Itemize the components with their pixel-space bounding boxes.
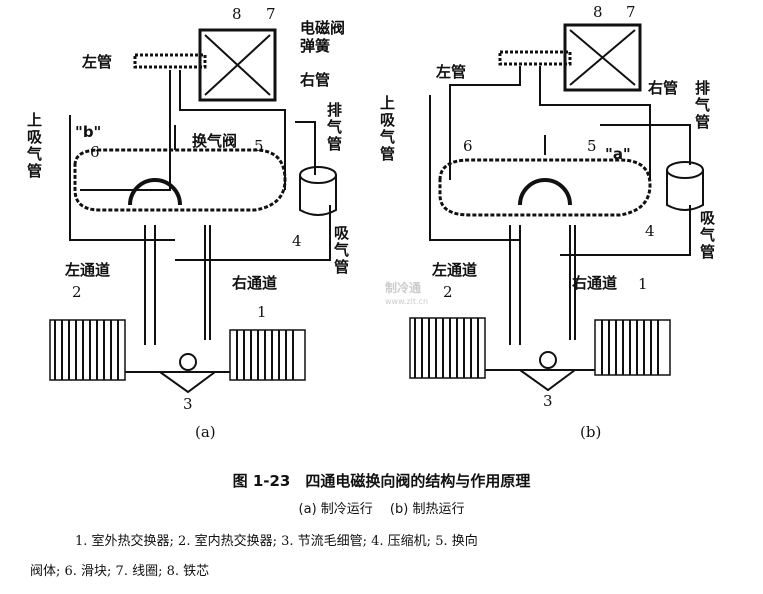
label-b-port-a: "a": [605, 145, 631, 163]
label-b-upper-suction: 上吸气管: [380, 94, 396, 163]
label-b-7: 7: [626, 3, 636, 21]
pilot-valve-b: [498, 50, 572, 66]
panel-a-tag: (a): [195, 423, 216, 441]
pilot-valve-a: [133, 53, 207, 69]
watermark: 制冷通 www.zlt.cn: [385, 282, 428, 308]
label-a-valve: 换气阀: [192, 132, 238, 150]
label-b-4: 4: [645, 222, 655, 240]
label-b-right-pipe: 右管: [648, 79, 679, 97]
label-a-suction: 吸气管: [334, 224, 350, 276]
label-a-2: 2: [72, 283, 82, 301]
label-a-1: 1: [257, 303, 267, 321]
panel-a-drawing: [49, 28, 337, 394]
label-a-8: 8: [232, 5, 242, 23]
label-b-5: 5: [587, 137, 597, 155]
label-a-port-b: "b": [75, 123, 102, 141]
panel-b-tag: (b): [580, 423, 602, 441]
label-b-left-channel: 左通道: [432, 261, 478, 279]
figure-subtitle: (a) 制冷运行 (b) 制热运行: [298, 502, 465, 517]
label-a-3: 3: [183, 395, 193, 413]
label-b-8: 8: [593, 3, 603, 21]
label-a-right-pipe: 右管: [300, 71, 331, 89]
label-b-left-pipe: 左管: [436, 63, 467, 81]
watermark-url: www.zlt.cn: [385, 297, 429, 306]
label-b-right-channel: 右通道: [572, 274, 618, 292]
label-a-left-channel: 左通道: [65, 261, 111, 279]
label-a-spring: 弹簧: [300, 37, 331, 55]
panel-b-drawing: [409, 23, 704, 392]
legend-line-1: 1. 室外热交换器; 2. 室内热交换器; 3. 节流毛细管; 4. 压缩机; …: [75, 534, 478, 549]
coil-a: [198, 28, 277, 102]
label-a-solenoid: 电磁阀: [300, 19, 346, 37]
label-a-upper-suction: 上吸气管: [27, 111, 43, 180]
watermark-text: 制冷通: [385, 281, 422, 295]
label-a-discharge: 排气管: [327, 101, 343, 153]
diagram-drawing: [49, 23, 704, 394]
legend-line-2: 阀体; 6. 滑块; 7. 线圈; 8. 铁芯: [30, 564, 210, 579]
coil-b: [563, 23, 642, 92]
label-b-1: 1: [638, 275, 648, 293]
label-b-discharge: 排气管: [695, 79, 711, 131]
figure-title: 图 1-23 四通电磁换向阀的结构与作用原理: [232, 472, 531, 490]
label-a-7: 7: [266, 5, 276, 23]
valve-body-b: [438, 158, 652, 217]
label-a-right-channel: 右通道: [232, 274, 278, 292]
label-b-suction: 吸气管: [700, 209, 716, 261]
label-a-6: 6: [90, 143, 100, 161]
label-a-5: 5: [254, 137, 264, 155]
label-a-left-pipe: 左管: [82, 53, 113, 71]
label-b-6: 6: [463, 137, 473, 155]
label-b-3: 3: [543, 392, 553, 410]
label-a-4: 4: [292, 232, 302, 250]
label-b-2: 2: [443, 283, 453, 301]
valve-body-a: [73, 148, 287, 212]
